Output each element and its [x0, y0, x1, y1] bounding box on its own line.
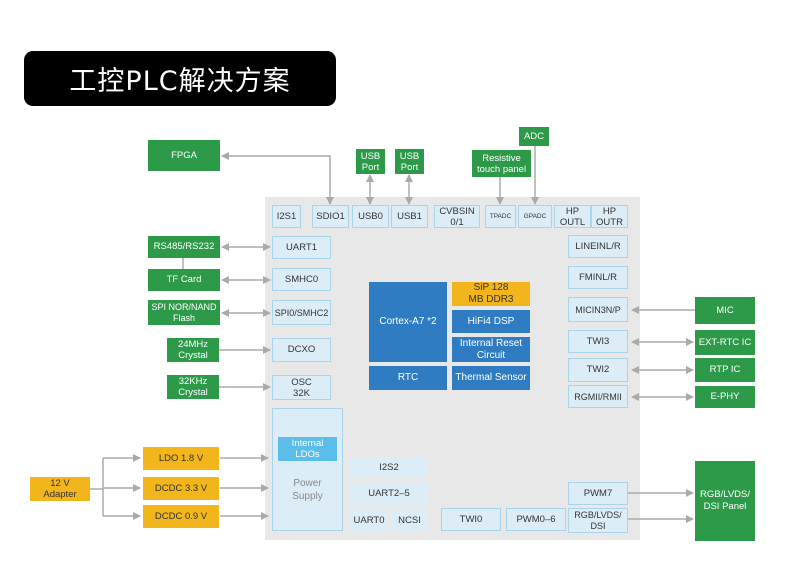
pin-uart0: UART0 [350, 510, 388, 531]
usb-port-1: USB Port [395, 149, 424, 174]
crystal-32khz: 32KHz Crystal [167, 375, 219, 399]
pin-spi0-smhc2: SPI0/SMHC2 [272, 300, 331, 325]
pin-hp-outr: HP OUTR [591, 205, 628, 228]
pin-lineinl-r: LINEINL/R [568, 235, 628, 258]
power-supply-label: Power Supply [292, 478, 323, 502]
rtp-ic: RTP IC [695, 358, 755, 382]
pin-ncsi: NCSI [391, 510, 428, 531]
pin-hp-outl: HP OUTL [554, 205, 591, 228]
dcdc-3-3v: DCDC 3.3 V [143, 477, 219, 500]
pin-i2s2: I2S2 [350, 457, 428, 478]
pin-micin3n-p: MICIN3N/P [568, 297, 628, 322]
ddr3-block: SiP 128 MB DDR3 [452, 282, 530, 306]
e-phy: E-PHY [695, 386, 755, 408]
pin-fminl-r: FMINL/R [568, 266, 628, 289]
usb-port-0: USB Port [356, 149, 385, 174]
internal-ldos-block: Internal LDOs [278, 437, 337, 461]
spi-flash-device: SPI NOR/NAND Flash [148, 300, 220, 325]
resistive-touch-panel: Resistive touch panel [472, 150, 531, 177]
ext-rtc-ic: EXT-RTC IC [695, 330, 755, 355]
thermal-sensor-block: Thermal Sensor [452, 366, 530, 390]
pin-sdio1: SDIO1 [312, 205, 349, 228]
pin-smhc0: SMHC0 [272, 268, 331, 291]
adapter-12v: 12 V Adapter [30, 477, 90, 501]
tf-card-device: TF Card [148, 269, 220, 291]
page-title: 工控PLC解决方案 [24, 51, 336, 106]
pin-twi2: TWI2 [568, 358, 628, 382]
wire-fpga-sdio1 [221, 152, 334, 205]
pin-i2s1: I2S1 [272, 205, 301, 228]
pin-twi0: TWI0 [441, 508, 501, 531]
dcdc-0-9v: DCDC 0.9 V [143, 505, 219, 528]
pin-gpadc: GPADC [518, 205, 552, 228]
reset-circuit-block: Internal Reset Circuit [452, 337, 530, 362]
ldo-1-8v: LDO 1.8 V [143, 447, 219, 470]
mic-device: MIC [695, 297, 755, 324]
pin-uart1: UART1 [272, 236, 331, 259]
adc-device: ADC [519, 127, 549, 146]
pin-rgb-lvds-dsi: RGB/LVDS/ DSI [568, 508, 628, 533]
power-supply-block [272, 408, 343, 531]
fpga-device: FPGA [148, 140, 220, 171]
pin-usb1: USB1 [391, 205, 428, 228]
rs485-rs232-device: RS485/RS232 [148, 236, 220, 258]
cpu-cortex-a7: Cortex-A7 *2 [369, 282, 447, 362]
pin-rgmii-rmii: RGMII/RMII [568, 385, 628, 408]
pin-tpadc: TPADC [485, 205, 516, 228]
pin-osc32k: OSC 32K [272, 375, 331, 400]
pin-pwm0-6: PWM0–6 [506, 508, 566, 531]
pin-cvbsin: CVBSIN 0/1 [434, 205, 480, 228]
pin-twi3: TWI3 [568, 330, 628, 353]
pin-usb0: USB0 [352, 205, 389, 228]
pin-uart2-5: UART2–5 [350, 483, 428, 505]
pin-pwm7: PWM7 [568, 482, 628, 505]
crystal-24mhz: 24MHz Crystal [167, 338, 219, 362]
rgb-lvds-dsi-panel: RGB/LVDS/ DSI Panel [695, 461, 755, 541]
rtc-block: RTC [369, 366, 447, 390]
pin-dcxo: DCXO [272, 338, 331, 362]
dsp-block: HiFi4 DSP [452, 310, 530, 333]
